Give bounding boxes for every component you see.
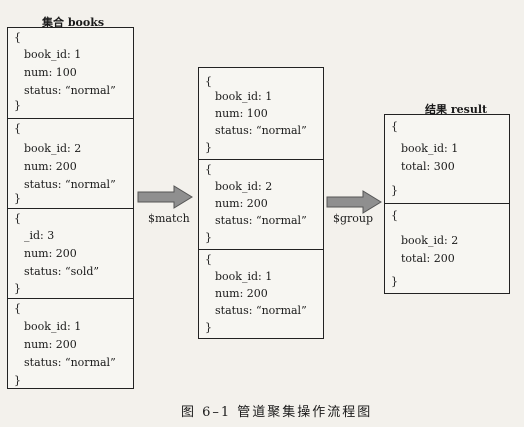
open-brace: { xyxy=(205,253,212,266)
document-card: { book_id: 1 num: 100 status: “normal” } xyxy=(199,68,323,159)
field-line: status: “normal” xyxy=(24,356,116,369)
field-line: status: “sold” xyxy=(24,265,100,278)
match-label: $match xyxy=(148,212,190,225)
close-brace: } xyxy=(205,321,212,334)
match-arrow xyxy=(137,185,193,209)
field-line: book_id: 2 xyxy=(215,180,273,193)
open-brace: { xyxy=(205,163,212,176)
document-card: { _id: 3 num: 200 status: “sold” } xyxy=(8,208,133,298)
document-card: { book_id: 1 num: 200 status: “normal” } xyxy=(8,298,133,390)
collection-books-box: { book_id: 1 num: 100 status: “normal” }… xyxy=(7,27,134,389)
field-line: total: 300 xyxy=(401,160,455,173)
close-brace: } xyxy=(205,231,212,244)
result-card: { book_id: 2 total: 200 } xyxy=(385,203,509,295)
document-card: { book_id: 2 num: 200 status: “normal” } xyxy=(199,159,323,249)
group-arrow xyxy=(326,190,382,214)
field-line: book_id: 1 xyxy=(24,320,82,333)
field-line: _id: 3 xyxy=(24,229,55,242)
document-card: { book_id: 2 num: 200 status: “normal” } xyxy=(8,118,133,208)
group-label: $group xyxy=(333,212,374,225)
close-brace: } xyxy=(391,275,398,288)
field-line: num: 100 xyxy=(24,66,77,79)
field-line: status: “normal” xyxy=(215,304,307,317)
field-line: status: “normal” xyxy=(215,214,307,227)
field-line: num: 100 xyxy=(215,107,268,120)
result-title: 结果 result xyxy=(425,103,488,116)
close-brace: } xyxy=(14,282,21,295)
result-box: { book_id: 1 total: 300 } { book_id: 2 t… xyxy=(384,114,510,294)
matched-documents-box: { book_id: 1 num: 100 status: “normal” }… xyxy=(198,67,324,339)
field-line: num: 200 xyxy=(24,160,77,173)
close-brace: } xyxy=(391,184,398,197)
field-line: total: 200 xyxy=(401,252,455,265)
open-brace: { xyxy=(391,120,398,133)
field-line: book_id: 1 xyxy=(401,142,459,155)
document-card: { book_id: 1 num: 100 status: “normal” } xyxy=(8,28,133,118)
field-line: status: “normal” xyxy=(24,84,116,97)
open-brace: { xyxy=(14,212,21,225)
close-brace: } xyxy=(14,374,21,387)
close-brace: } xyxy=(205,141,212,154)
field-line: num: 200 xyxy=(24,247,77,260)
result-card: { book_id: 1 total: 300 } xyxy=(385,115,509,203)
open-brace: { xyxy=(205,75,212,88)
field-line: status: “normal” xyxy=(24,178,116,191)
field-line: book_id: 1 xyxy=(215,90,273,103)
field-line: book_id: 2 xyxy=(401,234,459,247)
open-brace: { xyxy=(391,209,398,222)
open-brace: { xyxy=(14,122,21,135)
open-brace: { xyxy=(14,31,21,44)
field-line: num: 200 xyxy=(215,197,268,210)
document-card: { book_id: 1 num: 200 status: “normal” } xyxy=(199,249,323,340)
collection-title: 集合 books xyxy=(42,16,105,29)
close-brace: } xyxy=(14,99,21,112)
field-line: status: “normal” xyxy=(215,124,307,137)
figure-caption: 图 6–1 管道聚集操作流程图 xyxy=(181,405,373,420)
field-line: book_id: 1 xyxy=(215,270,273,283)
field-line: book_id: 1 xyxy=(24,48,82,61)
field-line: book_id: 2 xyxy=(24,142,82,155)
open-brace: { xyxy=(14,302,21,315)
close-brace: } xyxy=(14,192,21,205)
field-line: num: 200 xyxy=(215,287,268,300)
field-line: num: 200 xyxy=(24,338,77,351)
